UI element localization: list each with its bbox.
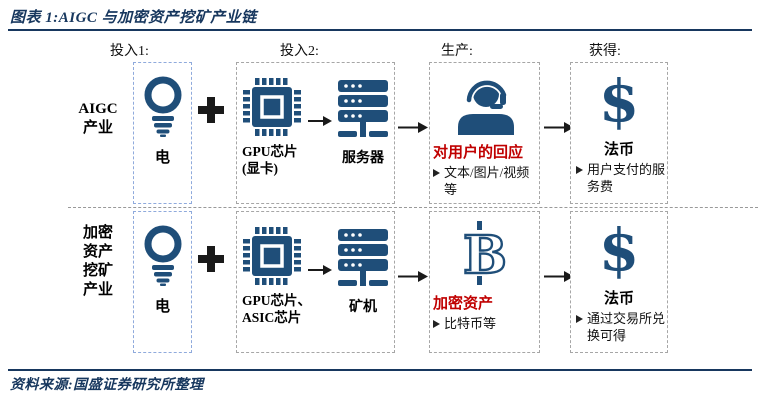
chip-label-line: (显卡) [242,161,278,176]
flow-arrow-icon [544,271,574,282]
chip-label-line: GPU芯片 [242,144,298,159]
column-header-input2: 投入2: [280,44,319,59]
top-rule [8,29,752,31]
lightbulb-icon [144,76,181,137]
server-block: 服务器 [332,77,394,167]
flow-arrow-icon [544,122,574,133]
arrow-bullet-icon [433,320,440,328]
obtain-box-row2: $ 法币 通过交易所兑换可得 [570,211,668,353]
flow-arrow-icon [398,122,428,133]
produce-bullet-line: 文本/图片/视频等 [430,165,539,198]
produce-box-row1: 对用户的回应 文本/图片/视频等 [429,62,540,204]
arrow-icon [308,116,332,126]
column-header-input1: 投入1: [110,44,149,59]
arrow-icon [308,265,332,275]
obtain-bullet-text: 通过交易所兑换可得 [587,311,666,343]
obtain-bullet-text: 用户支付的服务费 [587,162,666,194]
produce-box-row2: B 加密资产 比特币等 [429,211,540,353]
miner-block: 矿机 [332,226,394,316]
produce-bullet-text: 文本/图片/视频等 [444,165,530,197]
flow-arrow-icon [398,271,428,282]
obtain-box-row1: $ 法币 用户支付的服务费 [570,62,668,204]
gpu-chip-icon [243,227,301,285]
server-icon [338,80,388,137]
plus-icon [198,97,224,123]
arrow-bullet-icon [576,315,583,323]
input2-box-row2: GPU芯片、 ASIC芯片 矿机 [236,211,395,353]
obtain-bullet-line: 用户支付的服务费 [571,162,667,195]
dollar-icon: $ [598,67,640,135]
obtain-title: 法币 [603,291,634,307]
electricity-label: 电 [154,299,170,315]
column-header-obtain: 获得: [589,44,621,59]
lightbulb-icon [144,225,181,286]
produce-bullet-text: 比特币等 [444,316,497,331]
mining-rig-icon [338,229,388,286]
bitcoin-icon: B [461,221,508,286]
bitcoin-glyph: B [463,225,507,286]
input1-box-row2: 电 [133,211,192,353]
obtain-bullet-line: 通过交易所兑换可得 [571,311,667,344]
input1-box-row1: 电 [133,62,192,204]
produce-title: 对用户的回应 [433,145,524,161]
column-header-produce: 生产: [441,44,473,59]
electricity-label: 电 [154,150,170,166]
arrow-bullet-icon [576,166,583,174]
bottom-rule [8,369,752,371]
miner-label: 矿机 [349,300,377,315]
row-label-crypto-mining: 加密 资产 挖矿 产业 [82,225,113,298]
gpu-chip-icon [243,78,301,136]
chip-label-line: GPU芯片、 [242,293,311,308]
arrow-bullet-icon [433,169,440,177]
chip-label-line: ASIC芯片 [242,310,302,325]
gpu-asic-chip-block: GPU芯片、 ASIC芯片 [242,226,311,326]
source-note: 资料来源:国盛证券研究所整理 [10,378,204,393]
input2-box-row1: GPU芯片 (显卡) 服务器 [236,62,395,204]
customer-service-icon [457,78,514,135]
gpu-chip-block: GPU芯片 (显卡) [242,77,308,177]
dollar-icon: $ [598,216,640,284]
produce-title: 加密资产 [433,296,494,312]
row-divider [68,207,758,208]
produce-bullet-line: 比特币等 [430,316,496,333]
plus-icon [198,246,224,272]
figure-title: 图表 1:AIGC 与加密资产挖矿产业链 [10,10,257,26]
row-label-aigc: AIGC 产业 [78,101,118,136]
server-label: 服务器 [342,151,384,166]
obtain-title: 法币 [603,142,634,158]
